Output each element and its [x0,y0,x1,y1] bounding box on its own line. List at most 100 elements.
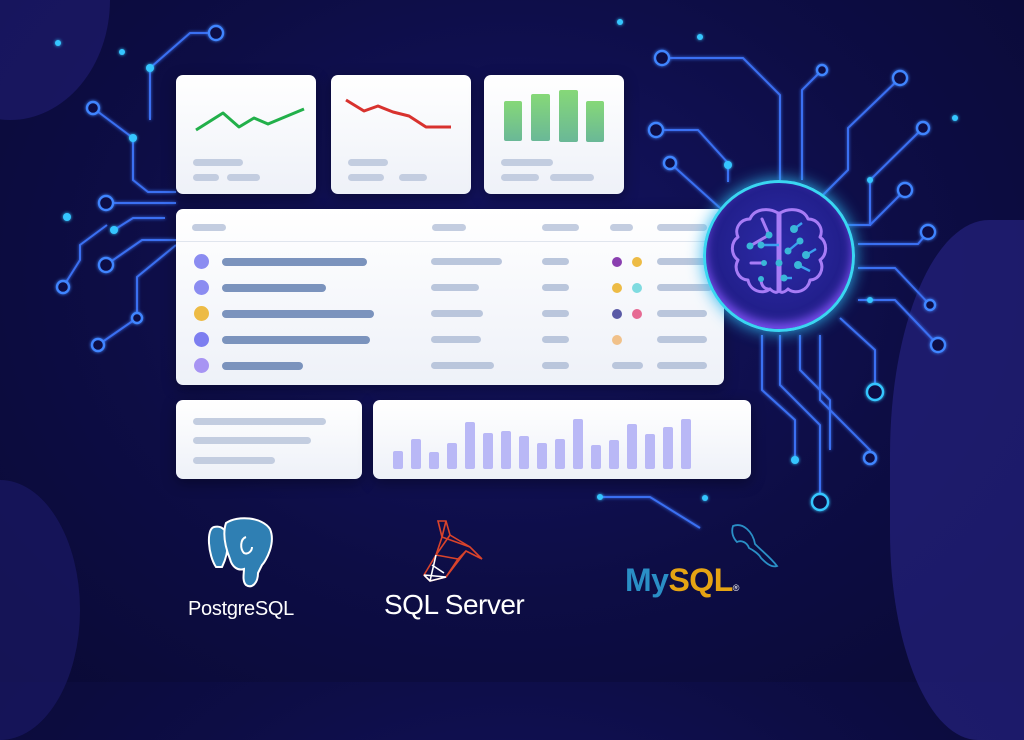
status-tag [632,309,642,319]
bar [645,434,655,469]
placeholder-text [193,437,311,444]
row-value [612,362,643,369]
mysql-label-my: My [625,562,669,598]
trend-down-card [331,75,471,194]
table-row[interactable] [176,277,724,299]
bar [504,101,522,141]
bar [663,427,673,469]
status-tag [612,335,622,345]
row-value [657,284,712,291]
bar [531,94,550,141]
mysql-label-sql: SQL [668,562,733,598]
avatar [194,332,209,347]
trend-up-card [176,75,316,194]
bar [627,424,637,469]
placeholder-text [193,159,243,166]
bar [465,422,475,469]
row-title [222,258,367,266]
placeholder-text [348,174,384,181]
status-tag [632,257,642,267]
bar [591,445,601,469]
column-header [542,224,579,231]
bar [429,452,439,469]
avatar [194,306,209,321]
table-row[interactable] [176,329,724,351]
background-blob-right [890,220,1024,740]
elephant-icon [208,517,273,588]
column-header [432,224,466,231]
bar-chart-card [484,75,624,194]
sql-server-label: SQL Server [384,589,525,620]
bar [681,419,691,469]
row-value [657,336,707,343]
bar [411,439,421,469]
column-header [657,224,707,231]
row-value [542,258,569,265]
column-header [610,224,633,231]
row-value [657,310,707,317]
trend-up-line-chart [195,107,305,132]
row-value [542,362,569,369]
table-row[interactable] [176,355,724,377]
row-value [657,362,707,369]
sql-server-logo: SQL Server [380,515,540,630]
column-header [192,224,226,231]
placeholder-text [550,174,594,181]
postgresql-label: PostgreSQL [188,598,294,620]
bar [537,443,547,469]
row-value [542,284,569,291]
circuit-lines [55,19,958,529]
bar [609,440,619,469]
row-title [222,336,370,344]
activity-bars [393,410,733,469]
status-tag [632,283,642,293]
bar [555,439,565,469]
placeholder-text [501,174,539,181]
mysql-logo: MySQL® [625,518,795,608]
row-title [222,310,374,318]
placeholder-text [501,159,553,166]
avatar [194,358,209,373]
brain-icon [730,208,828,294]
placeholder-text [227,174,260,181]
row-value [431,336,481,343]
trend-down-line-chart [345,98,451,129]
placeholder-text [348,159,388,166]
placeholder-text [193,418,326,425]
mysql-label: MySQL® [625,562,739,599]
sql-server-icon [422,520,483,582]
bar [501,431,511,469]
placeholder-text [399,174,427,181]
status-tag [612,257,622,267]
avatar [194,280,209,295]
bar [393,451,403,469]
avatar [194,254,209,269]
data-table-card [176,209,724,385]
table-header [176,209,724,242]
status-tag [612,309,622,319]
placeholder-text [193,457,275,464]
row-value [431,310,483,317]
row-title [222,284,326,292]
row-value [542,310,569,317]
bar [447,443,457,469]
postgresql-logo: PostgreSQL [186,515,311,630]
text-summary-card [176,400,362,479]
row-value [431,258,502,265]
dolphin-icon [731,524,779,568]
status-tag [612,283,622,293]
registered-mark: ® [732,583,740,593]
placeholder-text [193,174,219,181]
table-row[interactable] [176,303,724,325]
table-row[interactable] [176,251,724,273]
row-value [542,336,569,343]
bar [559,90,578,142]
bar [483,433,493,469]
bar [519,436,529,469]
row-value [431,362,494,369]
ai-brain-emblem [703,180,855,332]
bar [573,419,583,469]
row-value [657,258,712,265]
activity-bar-chart-card [373,400,751,479]
row-value [431,284,479,291]
